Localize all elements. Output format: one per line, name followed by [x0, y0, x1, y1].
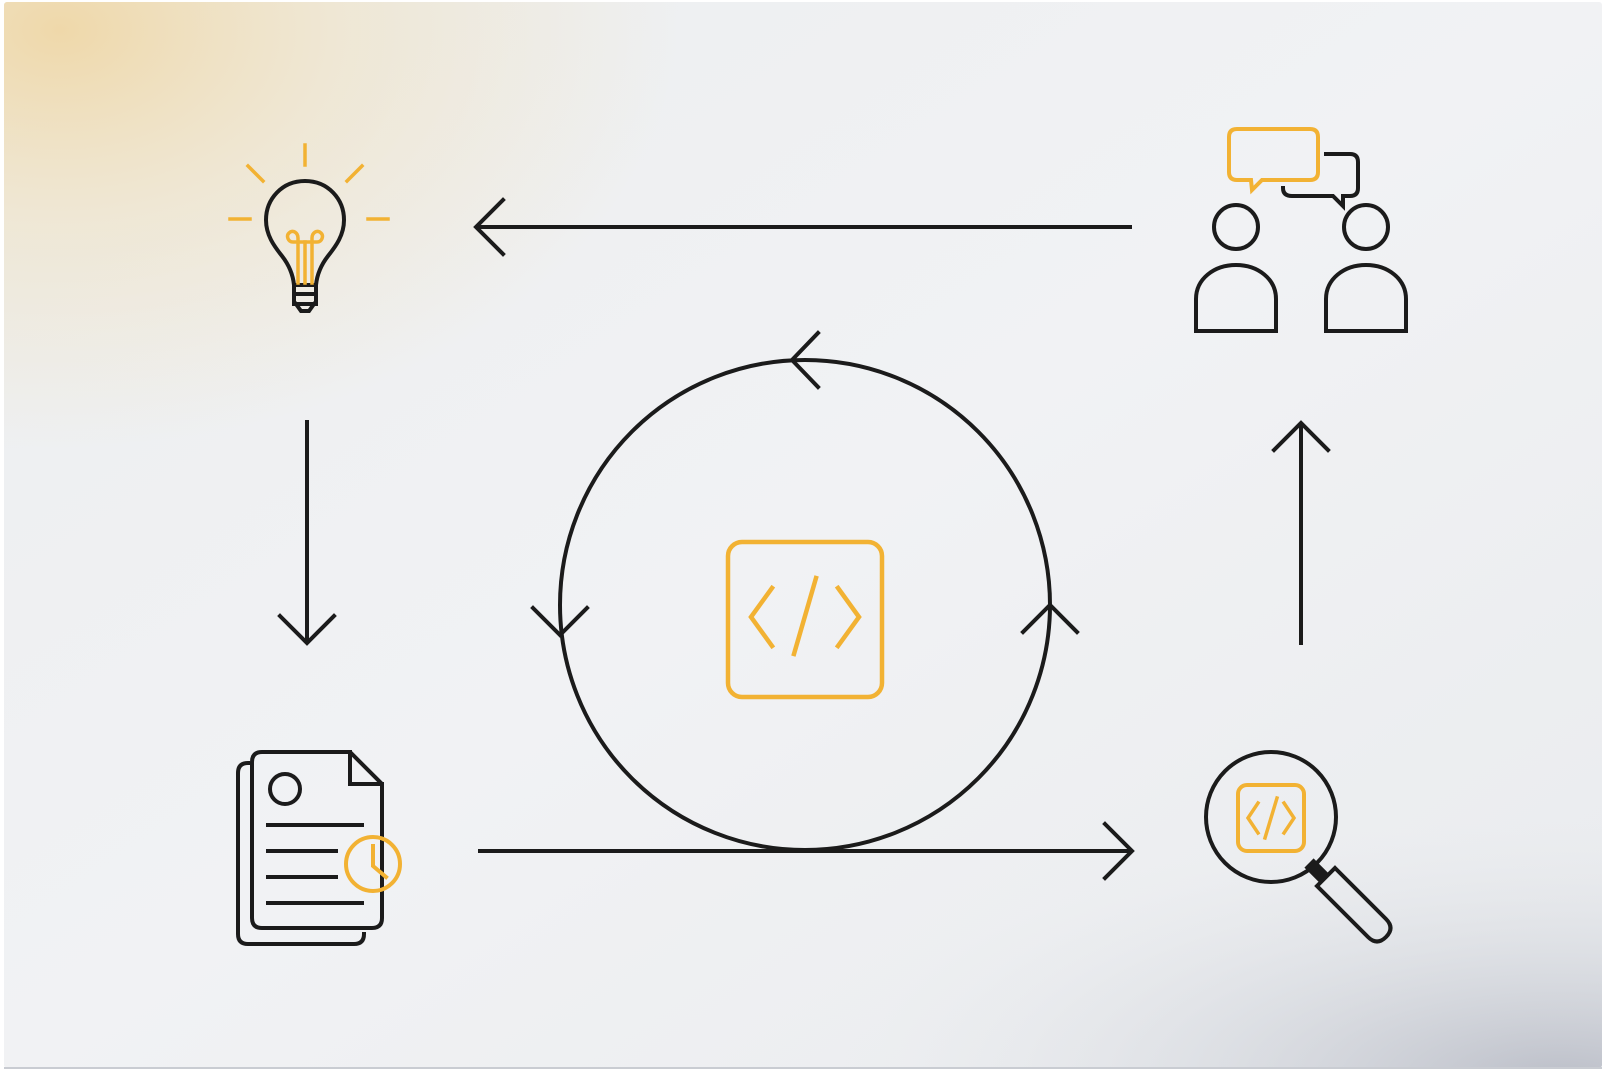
cycle-arrowhead-top — [789, 330, 821, 390]
arrow-collaborate-to-idea — [473, 197, 1132, 257]
document-clock-icon — [236, 750, 402, 946]
cycle-arrowhead-left — [530, 605, 590, 638]
lightbulb-icon — [228, 143, 390, 313]
people-chat-icon — [1194, 127, 1408, 333]
arrow-plan-to-review — [478, 821, 1135, 881]
code-icon — [725, 539, 885, 700]
background-shadow — [4, 2, 1602, 1068]
arrow-idea-to-plan — [277, 420, 337, 646]
code-search-icon — [1204, 750, 1393, 944]
arrow-review-to-collaborate — [1271, 420, 1331, 645]
cycle-arrowhead-right — [1020, 602, 1080, 635]
